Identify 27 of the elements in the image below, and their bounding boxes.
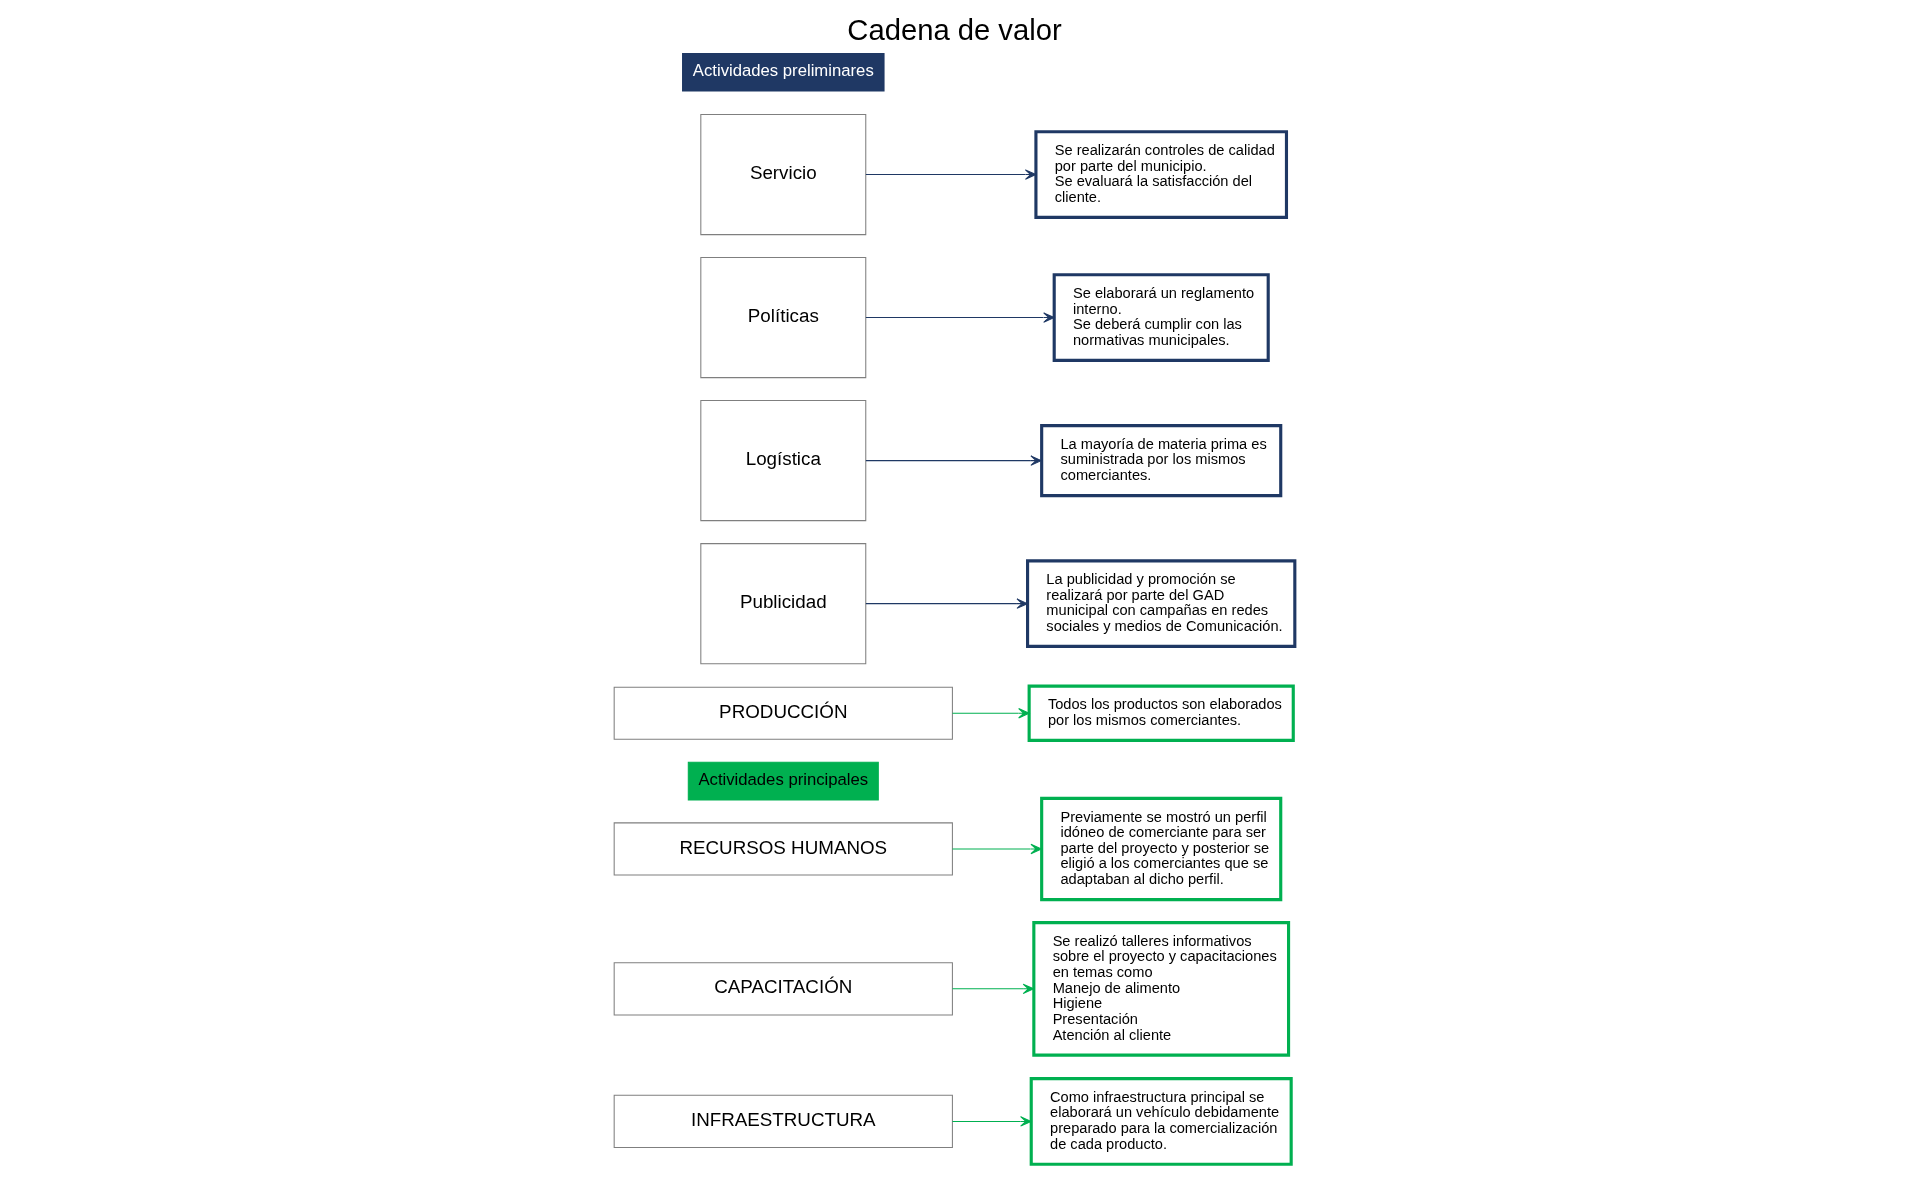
diagram-title: Cadena de valor [846,14,1062,47]
node-box: Publicidad [699,543,866,665]
arrow [951,843,1042,855]
node-box: PRODUCCIÓN [613,686,953,740]
arrow [864,455,1042,466]
node-box: Se elaborará un reglamento interno. Se deberá cumplir con las normativas municipales. [1052,273,1270,362]
node-box: Como infraestructura principal se elaborará un vehículo debidamente preparado para la comercialización de cada producto. [1029,1077,1293,1166]
arrow [951,708,1030,719]
arrow [951,1116,1032,1127]
node-box: CAPACITACIÓN [613,962,953,1016]
node-box: Se realizó talleres informativos sobre el proyecto y capacitaciones en temas como Manejo de alimento Higiene Presentación Atención al cliente [1031,921,1290,1057]
node-box: RECURSOS HUMANOS [613,822,953,876]
arrow [864,312,1055,323]
node-box: La publicidad y promoción se realizará por parte del GAD municipal con campañas en redes sociales y medios de Comunicación. [1025,559,1296,648]
node-box: Logística [699,400,866,522]
node-box: Todos los productos son elaborados por los mismos comerciantes. [1027,684,1295,742]
arrow [951,983,1034,995]
node-box: Actividades principales [687,761,879,801]
node-box: Servicio [699,114,866,236]
arrow [864,598,1028,609]
node-box: Previamente se mostró un perfil idóneo de comerciante para ser parte del proyecto y posterior se eligió a los comerciantes que se adaptaban al dicho perfil. [1039,796,1282,902]
node-box: La mayoría de materia prima es suministrada por los mismos comerciantes. [1039,424,1282,498]
arrow [864,169,1036,180]
node-box: INFRAESTRUCTURA [613,1094,953,1149]
node-box: Actividades preliminares [681,52,885,92]
node-box: Se realizarán controles de calidad por parte del municipio. Se evaluará la satisfacción del cliente. [1033,130,1288,219]
node-box: Políticas [699,257,866,379]
